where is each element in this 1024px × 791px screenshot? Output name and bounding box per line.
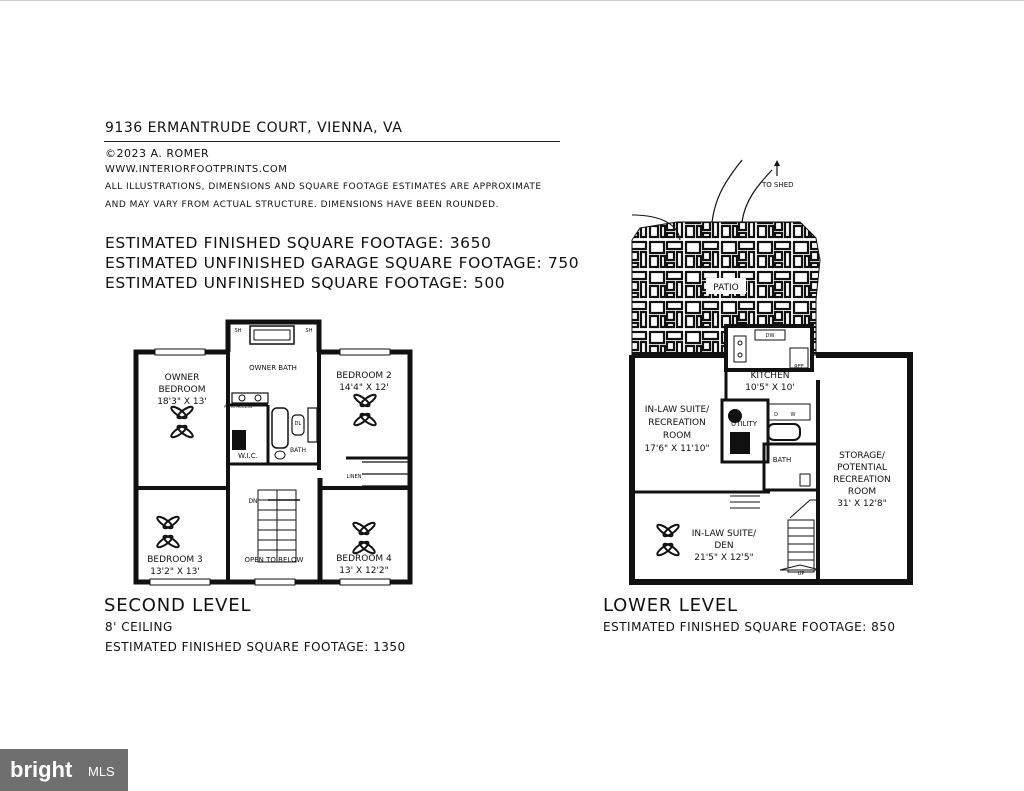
lower-level-plan: TO SHED PATIO DW REF xyxy=(629,159,913,585)
linen-label: LINEN xyxy=(347,474,362,480)
second-level-ceiling: 8' CEILING xyxy=(105,620,173,634)
inlaw-rec-dim: 17'6" X 11'10" xyxy=(644,444,709,454)
storage-label-1: STORAGE/ xyxy=(839,451,886,461)
shower-label-2: SH xyxy=(306,328,313,334)
kitchen-dim: 10'5" X 10' xyxy=(745,383,795,393)
washer-label: W xyxy=(791,412,796,418)
storage-dim: 31' X 12'8" xyxy=(837,499,887,509)
bright-mls-watermark: bright MLS xyxy=(0,749,128,791)
refrigerator-label: REF xyxy=(794,364,804,370)
mls-logo-text: MLS xyxy=(88,764,115,779)
shower-label-1: SH xyxy=(235,328,242,334)
bath-label: BATH xyxy=(290,447,306,454)
owner-bedroom-label-2: BEDROOM xyxy=(159,385,206,395)
patio-label: PATIO xyxy=(713,283,739,293)
disclaimer-line-2: AND MAY VARY FROM ACTUAL STRUCTURE. DIME… xyxy=(105,200,499,210)
unfinished-sqft: ESTIMATED UNFINISHED SQUARE FOOTAGE: 500 xyxy=(105,274,506,292)
storage-label-2: POTENTIAL xyxy=(837,463,887,473)
bright-logo-text: bright xyxy=(10,757,73,782)
property-address: 9136 ERMANTRUDE COURT, VIENNA, VA xyxy=(105,120,403,136)
lower-level-title: LOWER LEVEL xyxy=(603,595,738,616)
dryer-label: D xyxy=(774,412,778,418)
garage-unfinished-sqft: ESTIMATED UNFINISHED GARAGE SQUARE FOOTA… xyxy=(105,254,580,272)
open-to-below-label: OPEN TO BELOW xyxy=(245,556,304,564)
owner-bedroom-label-1: OWNER xyxy=(165,373,200,383)
inlaw-rec-label-3: ROOM xyxy=(663,431,691,441)
owner-bedroom-dim: 18'3" X 13' xyxy=(157,397,207,407)
owner-bath-label: OWNER BATH xyxy=(249,364,297,372)
den-label-2: DEN xyxy=(714,541,733,551)
bedroom3-dim: 13'2" X 13' xyxy=(150,567,200,577)
inlaw-rec-label-2: RECREATION xyxy=(648,418,706,428)
den-label-1: IN-LAW SUITE/ xyxy=(692,529,757,539)
lower-bath-label: BATH xyxy=(773,456,792,464)
dishwasher-label: DW xyxy=(766,333,775,339)
bedroom3-label: BEDROOM 3 xyxy=(147,555,203,565)
bedroom4-dim: 13' X 12'2" xyxy=(339,566,389,576)
utility-label: UTILITY xyxy=(731,420,758,428)
second-level-plan: OWNER BEDROOM 18'3" X 13' OWNER BATH BED… xyxy=(133,319,413,586)
total-finished-sqft: ESTIMATED FINISHED SQUARE FOOTAGE: 3650 xyxy=(105,234,492,252)
inlaw-rec-label-1: IN-LAW SUITE/ xyxy=(645,405,710,415)
second-level-sqft: ESTIMATED FINISHED SQUARE FOOTAGE: 1350 xyxy=(105,640,406,654)
kitchen-label: KITCHEN xyxy=(751,371,790,381)
storage-label-3: RECREATION xyxy=(833,475,891,485)
wic-label: W.I.C. xyxy=(238,452,258,460)
bedroom2-dim: 14'4" X 12' xyxy=(339,383,389,393)
stairs-up-label: UP xyxy=(798,571,805,577)
website-line: WWW.INTERIORFOOTPRINTS.COM xyxy=(105,164,288,175)
copyright-line: ©2023 A. ROMER xyxy=(105,147,210,160)
attic-access-label: ATTIC ACCESS xyxy=(224,404,253,409)
bedroom4-label: BEDROOM 4 xyxy=(336,554,392,564)
storage-label-4: ROOM xyxy=(848,487,876,497)
bedroom2-label: BEDROOM 2 xyxy=(336,371,392,381)
header-divider xyxy=(104,141,560,142)
second-level-title: SECOND LEVEL xyxy=(104,595,252,616)
den-dim: 21'5" X 12'5" xyxy=(694,553,753,563)
to-shed-label: TO SHED xyxy=(761,181,794,189)
dl-label: DL xyxy=(295,421,302,427)
top-border xyxy=(0,0,1024,1)
lower-level-sqft: ESTIMATED FINISHED SQUARE FOOTAGE: 850 xyxy=(603,620,896,634)
stairs-down-label: DN xyxy=(248,498,257,505)
disclaimer-line-1: ALL ILLUSTRATIONS, DIMENSIONS AND SQUARE… xyxy=(105,182,542,192)
